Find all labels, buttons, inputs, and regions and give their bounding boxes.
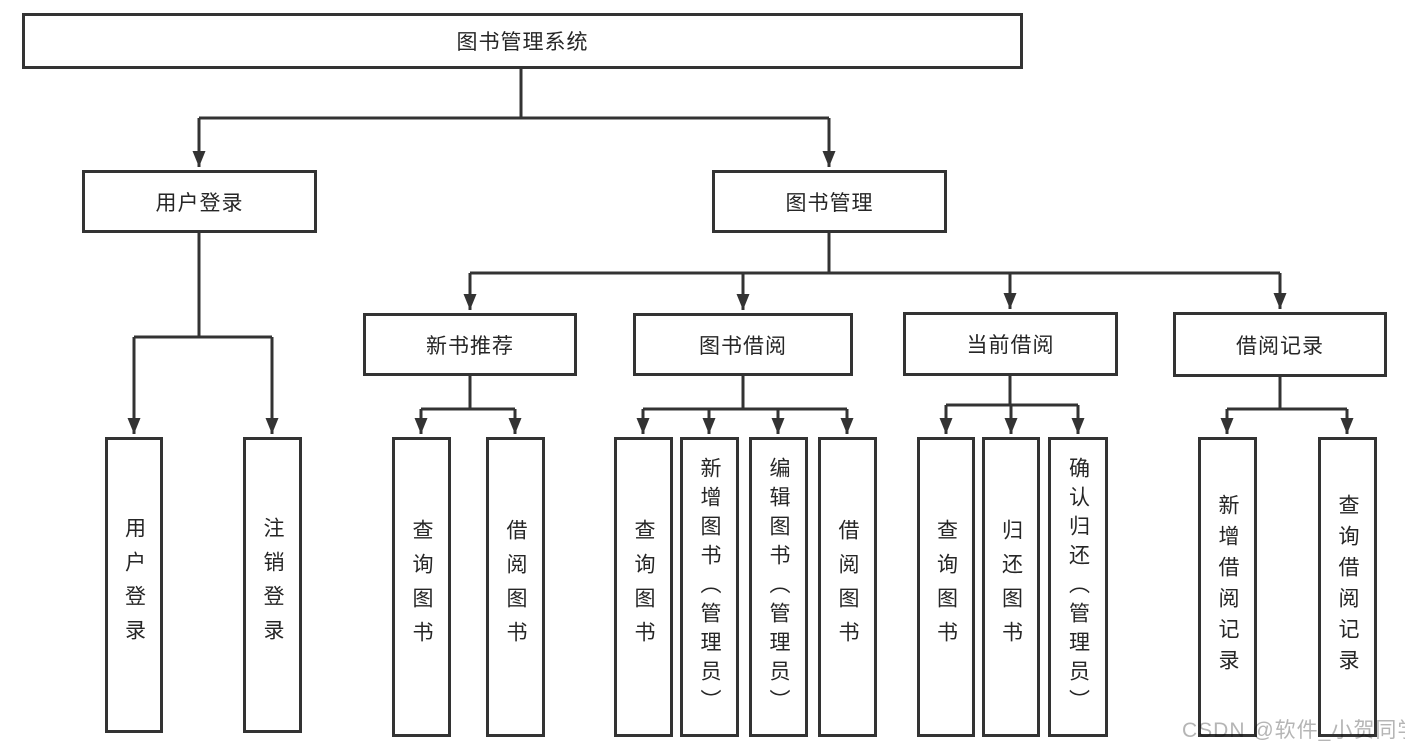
node-new-book-recommend: 新书推荐 (363, 313, 577, 376)
node-book-borrowing: 图书借阅 (633, 313, 853, 376)
node-label: 当前借阅 (966, 334, 1055, 357)
leaf-label: 新增图书（管理员） (698, 456, 721, 718)
node-book-management: 图书管理 (712, 170, 947, 233)
leaf-label: 查询图书 (632, 519, 655, 655)
leaf-label: 注销登录 (261, 517, 284, 653)
leaf-label: 确认归还（管理员） (1066, 456, 1090, 718)
leaf-query-books-recommend: 查询图书 (392, 437, 451, 737)
leaf-query-borrow-record: 查询借阅记录 (1318, 437, 1377, 737)
node-label: 借阅记录 (1236, 334, 1324, 358)
leaf-query-books-borrowing: 查询图书 (614, 437, 673, 737)
leaf-return-books: 归还图书 (982, 437, 1040, 737)
leaf-user-login: 用户登录 (105, 437, 163, 733)
csdn-watermark: CSDN @软件_小贺同学 (1182, 719, 1405, 742)
leaf-add-borrow-record: 新增借阅记录 (1198, 437, 1257, 737)
node-current-borrowing: 当前借阅 (903, 312, 1118, 376)
leaf-query-books-current: 查询图书 (917, 437, 975, 737)
leaf-label: 借阅图书 (836, 519, 859, 655)
node-library-system: 图书管理系统 (22, 13, 1023, 69)
leaf-borrow-books-recommend: 借阅图书 (486, 437, 545, 737)
node-user-login: 用户登录 (82, 170, 317, 233)
leaf-label: 借阅图书 (504, 519, 527, 655)
leaf-logout: 注销登录 (243, 437, 302, 733)
leaf-label: 查询图书 (934, 519, 958, 655)
node-borrow-records: 借阅记录 (1173, 312, 1387, 377)
leaf-label: 新增借阅记录 (1216, 494, 1239, 680)
node-label: 图书借阅 (699, 334, 787, 358)
node-label: 新书推荐 (426, 334, 514, 358)
leaf-borrow-books-borrowing: 借阅图书 (818, 437, 877, 737)
leaf-label: 编辑图书（管理员） (767, 456, 790, 718)
leaf-label: 用户登录 (122, 517, 146, 653)
leaf-edit-books-admin: 编辑图书（管理员） (749, 437, 808, 737)
node-label: 图书管理系统 (456, 31, 589, 54)
leaf-label: 归还图书 (999, 519, 1023, 655)
leaf-add-books-admin: 新增图书（管理员） (680, 437, 739, 737)
leaf-label: 查询借阅记录 (1336, 494, 1359, 680)
leaf-confirm-return-admin: 确认归还（管理员） (1048, 437, 1108, 737)
node-label: 用户登录 (155, 191, 244, 215)
leaf-label: 查询图书 (410, 519, 433, 655)
node-label: 图书管理 (785, 191, 874, 215)
